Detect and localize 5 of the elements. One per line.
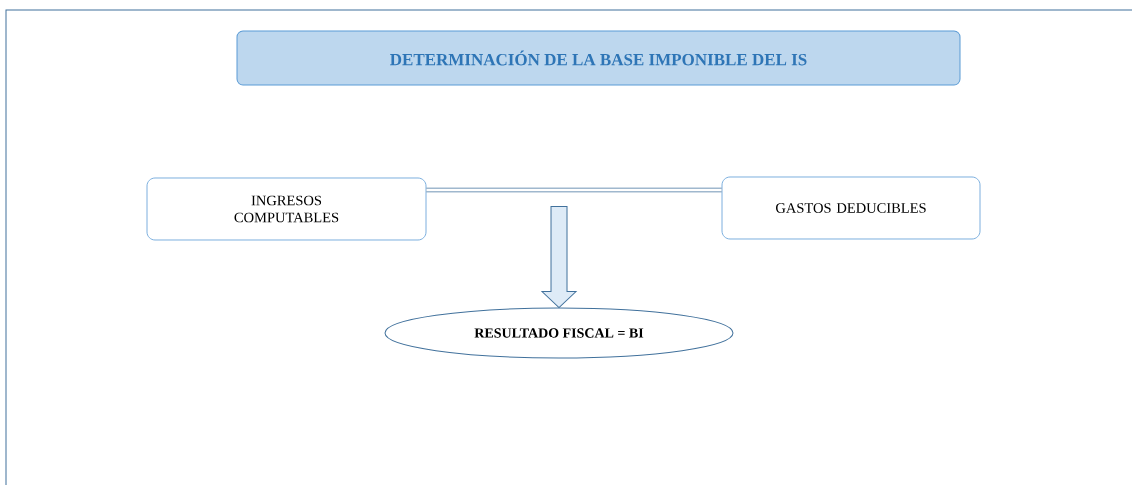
process-box: GASTOS DEDUCIBLES xyxy=(721,176,981,240)
process-box: INGRESOS COMPUTABLES xyxy=(146,177,427,241)
title-box: DETERMINACIÓN DE LA BASE IMPONIBLE DEL IS xyxy=(236,30,961,86)
double-line xyxy=(426,187,722,193)
block-arrow xyxy=(541,206,577,308)
